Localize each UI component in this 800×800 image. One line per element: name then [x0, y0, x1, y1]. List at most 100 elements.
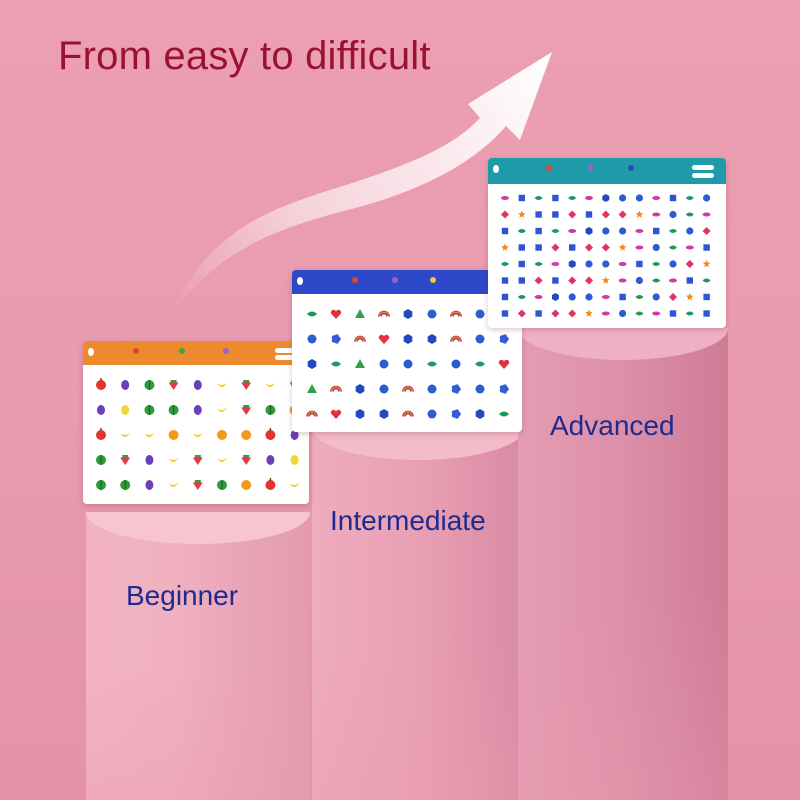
watermelon-icon — [96, 455, 106, 465]
strawberry-icon — [192, 480, 203, 490]
leaf-icon — [568, 196, 577, 200]
star-icon — [702, 260, 711, 268]
hexagon-icon — [307, 359, 317, 369]
lemon-icon — [121, 405, 130, 415]
leaf-icon — [427, 361, 437, 367]
leaf-icon — [635, 295, 644, 299]
star-icon — [501, 243, 509, 251]
grapes-icon — [145, 480, 154, 490]
hexagon-icon — [427, 334, 437, 344]
fruit-grid — [96, 378, 300, 490]
circle-icon — [475, 334, 485, 344]
square-icon — [518, 260, 525, 268]
banana-icon — [217, 382, 227, 388]
lips-icon — [702, 212, 711, 217]
watermelon-icon — [168, 405, 179, 415]
strawberry-icon — [241, 405, 252, 415]
lips-icon — [635, 229, 644, 233]
apple-icon — [265, 478, 276, 490]
diamond-icon — [601, 243, 610, 252]
hexagon-icon — [403, 309, 413, 319]
strawberry-icon — [192, 455, 203, 465]
apple-icon — [265, 428, 276, 440]
leaf-icon — [501, 262, 509, 266]
hexagon-icon — [568, 260, 576, 268]
circle-icon — [427, 409, 437, 419]
heart-icon — [330, 309, 342, 319]
orange-icon — [217, 430, 227, 440]
flower-icon — [451, 384, 461, 394]
circle-icon — [669, 260, 677, 268]
rainbow-icon — [354, 335, 366, 342]
circle-icon — [427, 309, 437, 319]
diamond-icon — [568, 210, 577, 219]
square-icon — [518, 277, 525, 284]
leaf-icon — [331, 361, 341, 367]
square-icon — [569, 244, 576, 251]
leaf-icon — [475, 361, 485, 367]
square-icon — [535, 227, 542, 235]
circle-icon — [585, 260, 593, 268]
hexagon-icon — [551, 293, 559, 301]
lips-icon — [685, 245, 694, 250]
circle-icon — [379, 384, 389, 394]
heart-icon — [498, 359, 510, 369]
lips-icon — [669, 278, 677, 283]
rainbow-icon — [402, 385, 414, 392]
square-icon — [518, 244, 525, 251]
heart-icon — [330, 409, 342, 419]
diamond-icon — [517, 309, 526, 318]
circle-icon — [602, 227, 610, 235]
circle-icon — [379, 359, 389, 369]
flower-icon — [451, 409, 461, 419]
lips-icon — [601, 295, 610, 299]
rainbow-icon — [378, 310, 390, 317]
circle-icon — [451, 359, 461, 369]
triangle-icon — [355, 359, 365, 368]
grapes-icon — [290, 430, 299, 440]
leaf-icon — [307, 311, 317, 317]
shape-grid — [306, 309, 510, 419]
beginner-pillar — [86, 512, 310, 800]
advanced-card — [488, 158, 726, 328]
orange-icon — [168, 430, 179, 440]
hexagon-icon — [602, 194, 610, 202]
apple-icon — [96, 428, 106, 440]
lips-icon — [501, 196, 509, 200]
strawberry-icon — [241, 455, 252, 465]
watermelon-icon — [265, 405, 276, 415]
heart-icon — [378, 334, 390, 344]
triangle-icon — [307, 384, 317, 393]
square-icon — [552, 277, 559, 284]
circle-icon — [602, 260, 610, 268]
grapes-icon — [145, 455, 154, 465]
rainbow-icon — [306, 410, 318, 417]
square-icon — [501, 227, 509, 235]
card-header-bar — [83, 341, 309, 365]
circle-icon — [475, 384, 485, 394]
leaf-icon — [534, 262, 543, 266]
square-icon — [535, 310, 542, 317]
diamond-icon — [551, 243, 560, 252]
banana-icon — [144, 432, 155, 438]
star-icon — [635, 210, 644, 218]
leaf-icon — [517, 295, 526, 299]
banana-icon — [217, 407, 227, 413]
square-icon — [535, 211, 542, 218]
leaf-icon — [551, 229, 560, 233]
intermediate-label: Intermediate — [330, 505, 486, 536]
watermelon-icon — [144, 405, 155, 415]
lips-icon — [652, 196, 661, 200]
circle-icon — [307, 334, 317, 344]
square-icon — [585, 211, 593, 218]
flower-icon — [331, 334, 341, 344]
circle-icon — [652, 243, 660, 252]
diamond-icon — [669, 293, 677, 301]
grapes-icon — [121, 380, 130, 390]
circle-icon — [686, 227, 694, 235]
leaf-icon — [685, 212, 694, 217]
lips-icon — [618, 262, 627, 266]
flower-icon — [499, 384, 509, 394]
circle-icon — [703, 194, 711, 202]
circle-icon — [403, 359, 413, 369]
